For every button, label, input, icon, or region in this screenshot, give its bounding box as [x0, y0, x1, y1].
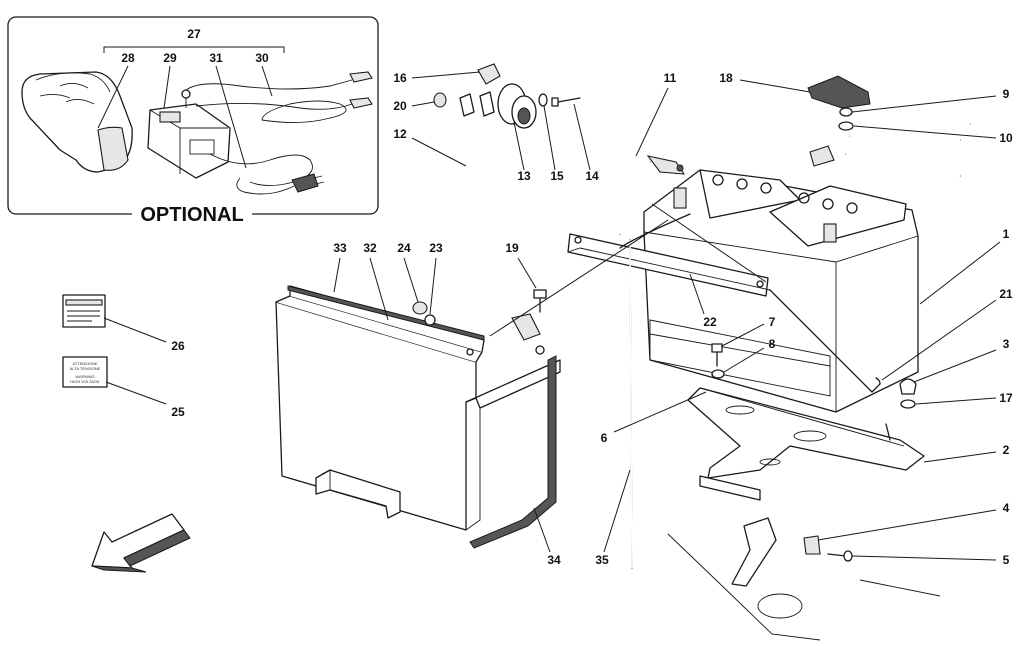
nut-3 [899, 378, 917, 395]
washer-8 [711, 369, 725, 379]
bolt-19 [533, 289, 547, 313]
screw-5 [827, 550, 853, 562]
callout-10: 10 [999, 131, 1013, 145]
warning-label-line3: WARNING [75, 374, 94, 379]
info-label-26: 26 [62, 294, 185, 353]
nut-24 [412, 301, 428, 315]
callout-27: 27 [187, 27, 201, 41]
battery-tray-2 [687, 387, 925, 501]
callout-29: 29 [163, 51, 177, 65]
warning-label-line2: ALTA TENSIONE [70, 366, 101, 371]
callout-3: 3 [1003, 337, 1010, 351]
callout-12: 12 [393, 127, 407, 141]
battery-1 [643, 169, 919, 413]
washer-23 [424, 314, 436, 326]
charger-unit [147, 89, 231, 179]
callout-16: 16 [393, 71, 407, 85]
callout-30: 30 [255, 51, 269, 65]
switch-13 [497, 83, 537, 129]
callout-32: 32 [363, 241, 377, 255]
callout-20: 20 [393, 99, 407, 113]
cable-lugs [459, 91, 495, 117]
callout-21: 21 [999, 287, 1013, 301]
callout-22: 22 [703, 315, 717, 329]
warning-label-line1: ATTENZIONE [72, 361, 97, 366]
callouts: 16 20 12 13 15 14 11 18 9 10 1 21 3 17 2… [333, 71, 1013, 567]
hold-down-bar-22 [567, 233, 771, 297]
battery-cables [462, 111, 686, 341]
callout-14: 14 [585, 169, 599, 183]
callout-26: 26 [171, 339, 185, 353]
rod-21 [769, 289, 881, 393]
battery-cover-18 [807, 75, 871, 109]
washer-17 [900, 399, 916, 409]
screw-14 [551, 97, 581, 107]
callout-33: 33 [333, 241, 347, 255]
optional-title: OPTIONAL [140, 204, 243, 226]
callout-25: 25 [171, 405, 185, 419]
terminal-clamp-16 [477, 63, 501, 85]
bolt-7 [711, 343, 723, 367]
callout-4: 4 [1003, 501, 1010, 515]
callout-9: 9 [1003, 87, 1010, 101]
callout-24: 24 [397, 241, 411, 255]
positive-cables [809, 121, 971, 178]
callout-17: 17 [999, 391, 1013, 405]
charger-bag [21, 71, 133, 173]
callout-23: 23 [429, 241, 443, 255]
group-bracket [103, 46, 285, 53]
floor-panel [667, 533, 941, 641]
warning-label-25: ATTENZIONE ALTA TENSIONE WARNING HIGH VO… [62, 356, 185, 419]
washer-20 [433, 92, 447, 108]
bracket-4 [731, 517, 821, 587]
front-direction-arrow-icon [91, 513, 191, 573]
callout-15: 15 [550, 169, 564, 183]
callout-19: 19 [505, 241, 519, 255]
warning-label-line4: HIGH VOLTAGE [70, 379, 100, 384]
callout-13: 13 [517, 169, 531, 183]
rod-35 [619, 213, 691, 569]
nut-9 [839, 107, 853, 117]
optional-panel: OPTIONAL 27 [7, 16, 379, 226]
battery-box [275, 285, 561, 531]
callout-11: 11 [664, 71, 677, 85]
callout-1: 1 [1003, 227, 1010, 241]
callout-18: 18 [719, 71, 733, 85]
callout-7: 7 [769, 315, 776, 329]
gasket-34 [469, 355, 557, 549]
charger-cables [185, 71, 373, 195]
callout-35: 35 [595, 553, 609, 567]
callout-6: 6 [601, 431, 608, 445]
callout-8: 8 [769, 337, 776, 351]
callout-5: 5 [1003, 553, 1010, 567]
callout-2: 2 [1003, 443, 1010, 457]
washer-15 [538, 93, 548, 107]
washer-10 [838, 121, 854, 131]
callout-28: 28 [121, 51, 135, 65]
callout-34: 34 [547, 553, 561, 567]
callout-31: 31 [209, 51, 223, 65]
